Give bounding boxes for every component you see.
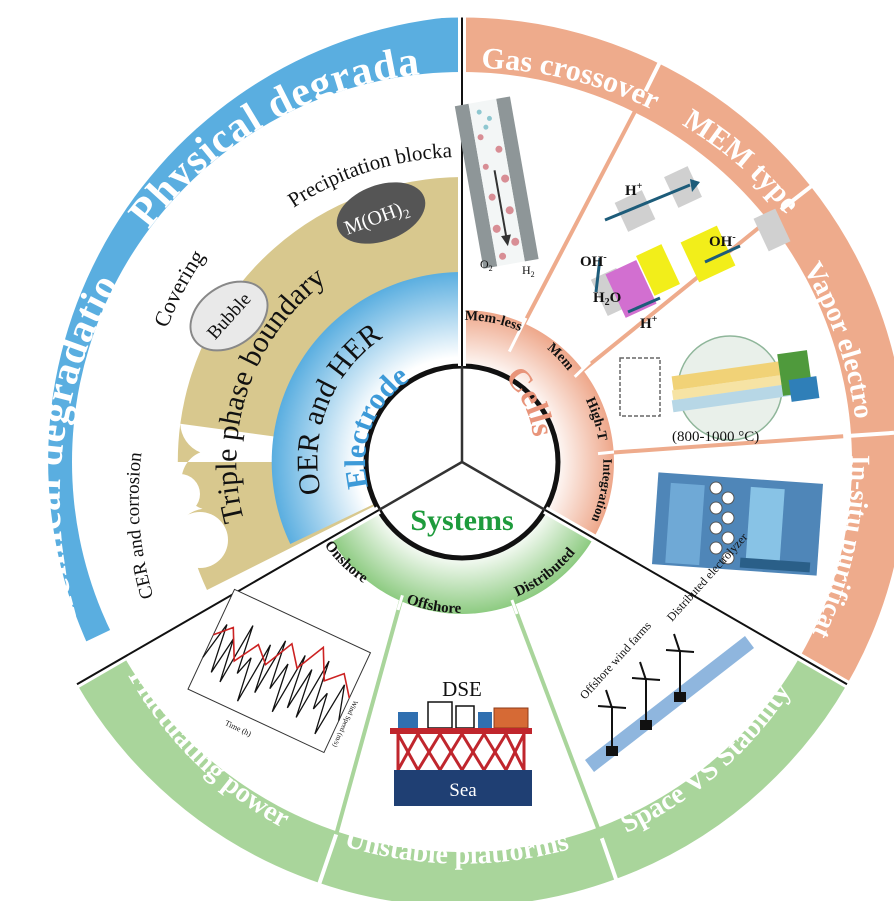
o2-label: O2 (480, 257, 493, 273)
dse-label: DSE (442, 677, 482, 701)
oh-minus-left-label: OH- (580, 252, 607, 270)
membraneless-cell-illustration (454, 96, 539, 269)
oh-minus-right-label: OH- (709, 232, 736, 250)
outer-ring-dividers (312, 51, 894, 898)
sea-label: Sea (449, 780, 477, 801)
membrane-types-illustration (590, 166, 791, 318)
band-notch (172, 512, 228, 568)
cells-panel-dividers (507, 90, 844, 456)
offshore-platform-illustration: DSE Sea (390, 677, 532, 806)
h-plus-bottom-label: H+ (640, 314, 658, 332)
h2-label: H2 (522, 263, 535, 279)
hub-dividers (378, 366, 546, 512)
bubble-illustration: Bubble (189, 280, 269, 352)
h-plus-top-label: H+ (625, 181, 643, 199)
high-temperature-cell-illustration: (800-1000 °C) (619, 335, 820, 445)
temperature-range-label: (800-1000 °C) (672, 429, 759, 445)
systems-hub-label: Systems (410, 504, 513, 537)
sector-edge-lines (75, 16, 849, 686)
band-notch (160, 474, 200, 514)
moh2-precipitate: M(OH)2 (336, 182, 426, 244)
systems-panel-dividers (334, 594, 604, 839)
h2o-label: H2O (593, 290, 621, 308)
integrated-purification-illustration (651, 472, 824, 576)
outer-rim (14, 14, 894, 901)
